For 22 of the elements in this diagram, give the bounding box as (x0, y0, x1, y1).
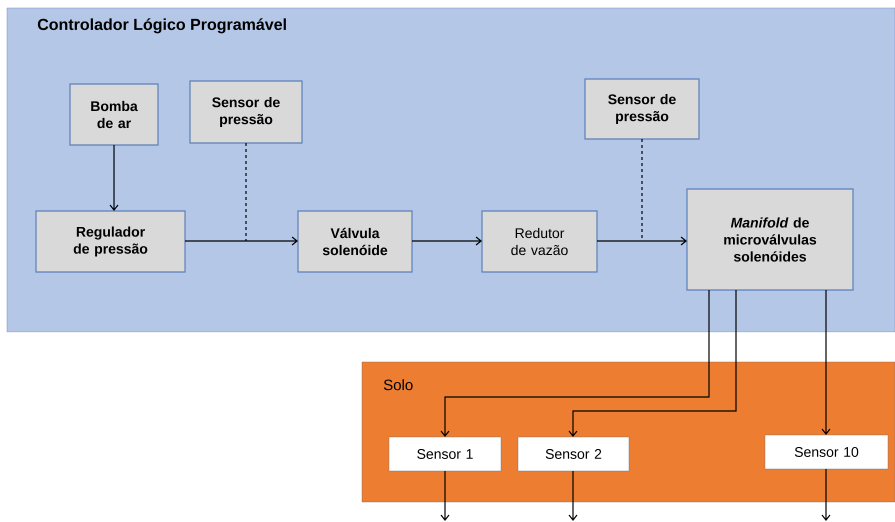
arrow (440, 290, 710, 437)
arrow (822, 469, 830, 521)
arrow (185, 236, 298, 246)
sensor-box: Sensor 2 (518, 436, 630, 472)
arrow (597, 236, 687, 246)
arrow (110, 145, 118, 211)
component-box: Redutor de vazão (481, 210, 598, 273)
component-box: Regulador de pressão (35, 210, 186, 273)
component-box: Válvula solenóide (297, 210, 413, 273)
arrow (440, 471, 450, 521)
arrow (568, 471, 578, 521)
component-box: Manifold de microválvulas solenóides (686, 188, 854, 291)
sensor-box: Sensor 10 (764, 434, 888, 470)
component-box: Sensor de pressão (189, 80, 303, 144)
arrow (822, 290, 830, 435)
arrow (568, 290, 737, 437)
component-box: Bomba de ar (69, 83, 159, 146)
arrow (412, 236, 482, 246)
dashed-connector (245, 143, 247, 241)
sensor-box: Sensor 1 (388, 436, 502, 472)
dashed-connector (641, 139, 643, 241)
component-box: Sensor de pressão (584, 78, 700, 140)
